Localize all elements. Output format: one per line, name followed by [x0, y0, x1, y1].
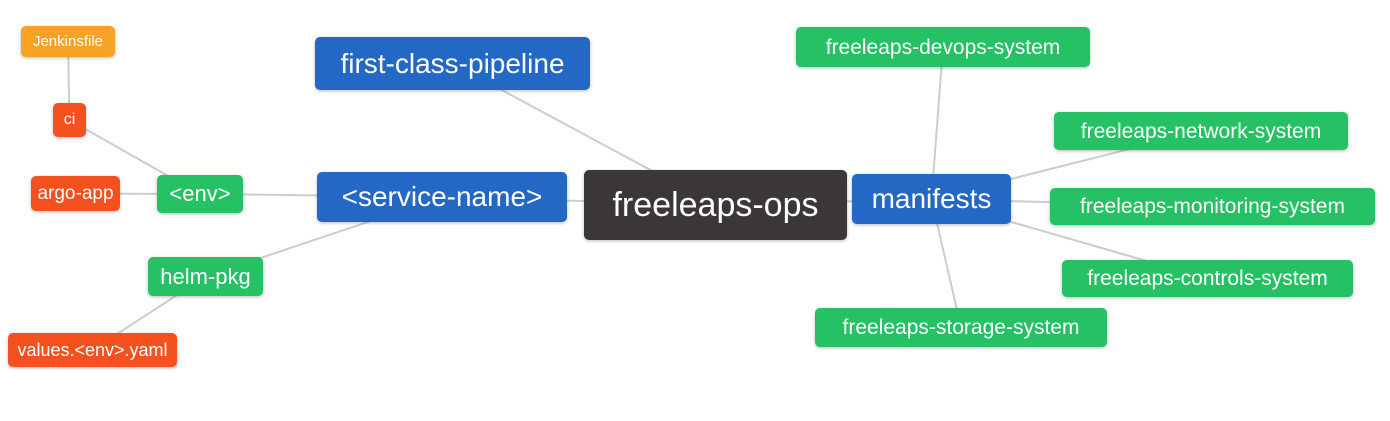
node-values-env-yaml[interactable]: values.<env>.yaml — [8, 333, 177, 367]
node-freeleaps-devops-system[interactable]: freeleaps-devops-system — [796, 27, 1090, 67]
node-helm-pkg[interactable]: helm-pkg — [148, 257, 263, 296]
node-ci[interactable]: ci — [53, 103, 86, 137]
node-env[interactable]: <env> — [157, 175, 243, 213]
node-freeleaps-storage-system[interactable]: freeleaps-storage-system — [815, 308, 1107, 347]
node-jenkinsfile[interactable]: Jenkinsfile — [21, 26, 115, 57]
node-manifests[interactable]: manifests — [852, 174, 1011, 224]
node-freeleaps-controls-system[interactable]: freeleaps-controls-system — [1062, 260, 1353, 297]
node-freeleaps-ops[interactable]: freeleaps-ops — [584, 170, 847, 240]
edge-line — [930, 46, 944, 200]
node-first-class-pipeline[interactable]: first-class-pipeline — [315, 37, 590, 90]
node-freeleaps-monitoring-system[interactable]: freeleaps-monitoring-system — [1050, 188, 1375, 225]
node-service-name[interactable]: <service-name> — [317, 172, 567, 222]
node-argo-app[interactable]: argo-app — [31, 176, 120, 211]
node-freeleaps-network-system[interactable]: freeleaps-network-system — [1054, 112, 1348, 150]
